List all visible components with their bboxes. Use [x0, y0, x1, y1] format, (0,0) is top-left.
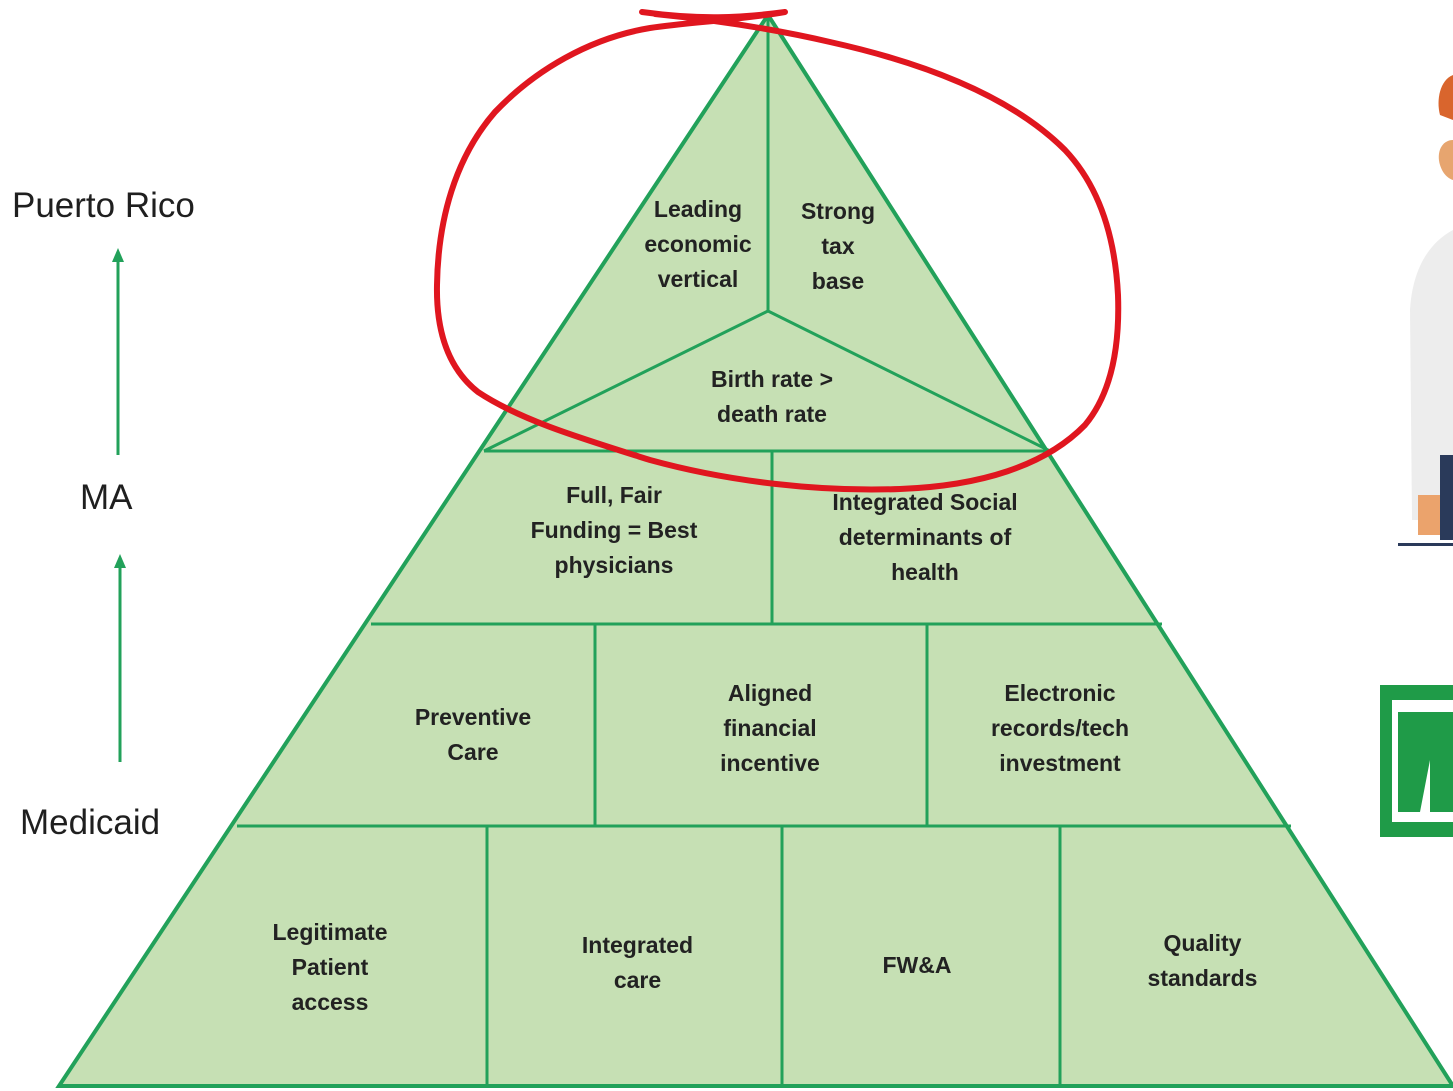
arrowhead-icon	[112, 248, 124, 262]
level-label-medicaid: Medicaid	[20, 803, 161, 842]
block-birth-rate: Birth rate > death rate	[710, 366, 834, 427]
block-integrated-care: Integrated care	[581, 932, 694, 993]
block-social-determinants: Integrated Social determinants of health	[832, 489, 1018, 585]
level-label-ma: MA	[80, 478, 133, 517]
block-electronic-records: Electronic records/tech investment	[990, 680, 1130, 776]
level-label-puerto-rico: Puerto Rico	[12, 186, 195, 225]
highlight-circle	[433, 9, 1122, 493]
block-strong-tax-base: Strong tax base	[800, 198, 876, 294]
block-full-fair-funding: Full, Fair Funding = Best physicians	[530, 482, 698, 578]
block-quality-standards: Quality standards	[1147, 930, 1258, 991]
pyramid-shape	[55, 11, 1453, 1088]
block-legitimate-patient-access: Legitimate Patient access	[272, 919, 388, 1015]
arrowhead-icon	[114, 554, 126, 568]
block-aligned-financial-incentive: Aligned financial incentive	[720, 680, 820, 776]
level-arrows	[112, 248, 126, 762]
doctor-illustration	[1398, 75, 1453, 546]
block-preventive-care: Preventive Care	[414, 704, 532, 765]
block-fwa: FW&A	[882, 952, 952, 978]
logo-fragment	[1380, 685, 1453, 837]
block-leading-economic-vertical: Leading economic vertical	[644, 196, 752, 292]
pyramid-dividers	[237, 15, 1291, 1086]
